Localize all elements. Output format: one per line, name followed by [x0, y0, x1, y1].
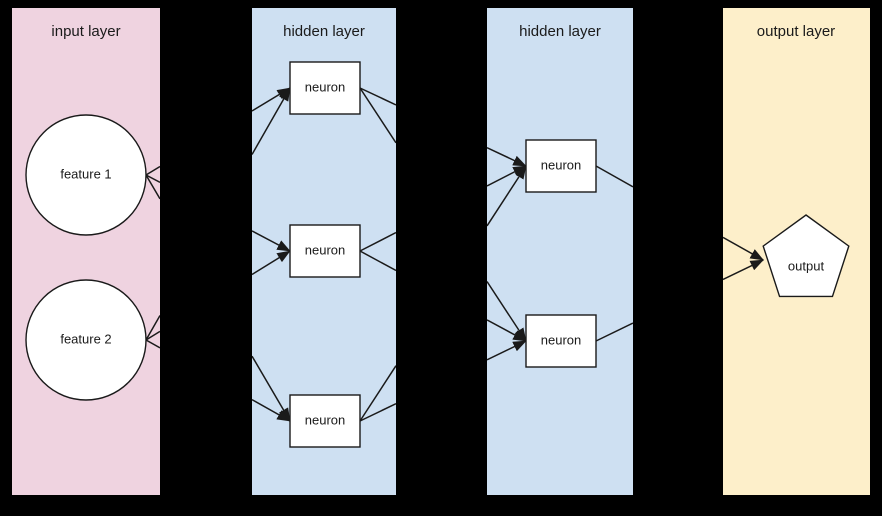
- edge-head-feature-2-to-hidden-1-neuron-2: [252, 250, 291, 276]
- edge-head-hidden-1-neuron-3-to-hidden-2-neuron-2: [487, 340, 527, 361]
- edge-tail-hidden-2-neuron-2-to-output-node: [595, 322, 633, 342]
- edge-tail-feature-2-to-hidden-1-neuron-1: [145, 315, 160, 341]
- edge-head-feature-1-to-hidden-1-neuron-2: [252, 230, 291, 252]
- node-hidden-2-neuron-1[interactable]: [525, 139, 597, 193]
- title-hidden-layer-2: hidden layer: [519, 23, 601, 40]
- node-hidden-2-neuron-2[interactable]: [525, 314, 597, 368]
- edge-head-hidden-1-neuron-2-to-hidden-2-neuron-2: [487, 319, 527, 342]
- node-feature-2[interactable]: [25, 279, 147, 401]
- edge-tail-hidden-1-neuron-1-to-hidden-2-neuron-1: [359, 87, 396, 106]
- node-hidden-1-neuron-1[interactable]: [289, 61, 361, 115]
- node-output-node[interactable]: [762, 214, 850, 298]
- edge-tail-hidden-1-neuron-2-to-hidden-2-neuron-2: [359, 250, 396, 272]
- layer-nodes: feature 1 feature 2 neuron neuron neuron neur…: [25, 61, 850, 448]
- edge-tail-hidden-2-neuron-1-to-output-node: [595, 165, 633, 188]
- node-hidden-1-neuron-2[interactable]: [289, 224, 361, 278]
- node-label-output-node: output: [788, 258, 825, 273]
- node-label-hidden-1-neuron-1: neuron: [305, 79, 345, 94]
- title-hidden-layer-1: hidden layer: [283, 23, 365, 40]
- edge-head-hidden-2-neuron-2-to-output-node: [723, 259, 764, 281]
- title-output-layer: output layer: [757, 23, 835, 40]
- edge-head-feature-2-to-hidden-1-neuron-3: [252, 398, 291, 422]
- edge-head-hidden-1-neuron-1-to-hidden-2-neuron-1: [487, 146, 527, 167]
- layer-titles: input layer hidden layer hidden layer outpu…: [51, 23, 835, 40]
- edge-tail-hidden-1-neuron-3-to-hidden-2-neuron-2: [359, 402, 396, 422]
- node-feature-1[interactable]: [25, 114, 147, 236]
- edge-head-feature-2-to-hidden-1-neuron-1: [252, 87, 291, 155]
- node-hidden-1-neuron-3[interactable]: [289, 394, 361, 448]
- panel-hidden-layer-2: [487, 8, 633, 495]
- connection-edges: [145, 87, 764, 422]
- edge-head-hidden-2-neuron-1-to-output-node: [723, 236, 764, 261]
- edge-tail-hidden-1-neuron-3-to-hidden-2-neuron-1: [359, 365, 396, 422]
- edge-tail-feature-1-to-hidden-1-neuron-2: [145, 174, 160, 184]
- node-label-feature-1: feature 1: [60, 166, 111, 181]
- node-label-hidden-2-neuron-1: neuron: [541, 157, 581, 172]
- edge-tail-feature-1-to-hidden-1-neuron-1: [145, 165, 160, 176]
- node-label-feature-2: feature 2: [60, 331, 111, 346]
- layer-panels: [12, 8, 870, 495]
- node-label-hidden-1-neuron-2: neuron: [305, 242, 345, 257]
- edge-tail-hidden-1-neuron-2-to-hidden-2-neuron-1: [359, 231, 396, 252]
- title-input-layer: input layer: [51, 23, 120, 40]
- node-label-hidden-1-neuron-3: neuron: [305, 412, 345, 427]
- edge-tail-feature-2-to-hidden-1-neuron-2: [145, 330, 160, 341]
- node-label-hidden-2-neuron-2: neuron: [541, 332, 581, 347]
- edge-tail-feature-2-to-hidden-1-neuron-3: [145, 339, 160, 349]
- edge-head-hidden-1-neuron-3-to-hidden-2-neuron-1: [487, 165, 527, 227]
- edge-tail-hidden-1-neuron-1-to-hidden-2-neuron-2: [359, 87, 396, 144]
- panel-input-layer: [12, 8, 160, 495]
- edge-tail-feature-1-to-hidden-1-neuron-3: [145, 174, 160, 200]
